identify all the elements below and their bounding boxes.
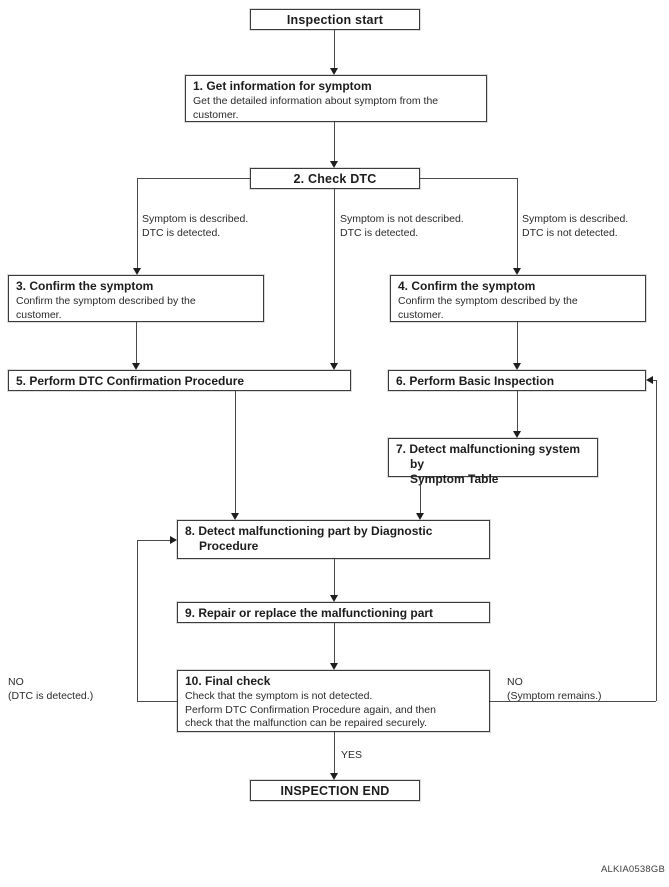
node-step1-body: Get the detailed information about sympt… xyxy=(193,95,439,121)
edge-step10-step8-bottom xyxy=(137,701,177,702)
arrowhead-step2-step4 xyxy=(513,268,521,275)
node-step3: 3. Confirm the symptom Confirm the sympt… xyxy=(8,275,264,322)
arrowhead-step7-step8 xyxy=(416,513,424,520)
node-step7: 7. Detect malfunctioning system by Sympt… xyxy=(388,438,598,486)
edge-step8-step9 xyxy=(334,559,335,595)
figure-code: ALKIA0538GB xyxy=(601,864,665,875)
arrowhead-step6-step7 xyxy=(513,431,521,438)
branch-label-left: Symptom is described. DTC is detected. xyxy=(142,213,249,240)
edge-step4-step6 xyxy=(517,322,518,363)
node-inspection-end: INSPECTION END xyxy=(250,780,420,801)
node-step4: 4. Confirm the symptom Confirm the sympt… xyxy=(390,275,646,322)
edge-step2-right-horizontal xyxy=(420,178,518,179)
arrowhead-step2-step5 xyxy=(330,363,338,370)
arrowhead-step9-step10 xyxy=(330,663,338,670)
edge-step2-step4 xyxy=(517,178,518,268)
edge-step10-step6-top xyxy=(653,380,656,381)
arrowhead-step4-step6 xyxy=(513,363,521,370)
edge-step10-step8-top xyxy=(137,540,170,541)
node-step6: 6. Perform Basic Inspection xyxy=(388,370,646,391)
arrowhead-step5-step8 xyxy=(231,513,239,520)
node-step1-title: 1. Get information for symptom xyxy=(193,79,372,93)
node-step9-title: 9. Repair or replace the malfunctioning … xyxy=(185,606,434,620)
arrowhead-step10-step8 xyxy=(170,536,177,544)
node-step1: 1. Get information for symptom Get the d… xyxy=(185,75,487,122)
branch-label-right: Symptom is described. DTC is not detecte… xyxy=(522,213,629,240)
node-step5-title: 5. Perform DTC Confirmation Procedure xyxy=(16,374,245,388)
node-step8-title: 8. Detect malfunctioning part by Diagnos… xyxy=(185,524,433,553)
edge-step10-end xyxy=(334,732,335,773)
edge-step2-step5 xyxy=(334,189,335,363)
arrowhead-step10-step6 xyxy=(646,376,653,384)
node-step2: 2. Check DTC xyxy=(250,168,420,189)
edge-step10-step6-bottom xyxy=(490,701,656,702)
arrowhead-step1-step2 xyxy=(330,161,338,168)
arrowhead-step3-step5 xyxy=(132,363,140,370)
edge-step2-step3 xyxy=(137,178,138,268)
node-step10-title: 10. Final check xyxy=(185,674,271,688)
node-step10: 10. Final check Check that the symptom i… xyxy=(177,670,490,732)
edge-step9-step10 xyxy=(334,623,335,663)
arrowhead-step8-step9 xyxy=(330,595,338,602)
node-step9: 9. Repair or replace the malfunctioning … xyxy=(177,602,490,623)
arrowhead-step10-end xyxy=(330,773,338,780)
node-step10-body: Check that the symptom is not detected. … xyxy=(185,690,436,730)
edge-step5-step8 xyxy=(235,391,236,513)
node-step8: 8. Detect malfunctioning part by Diagnos… xyxy=(177,520,490,559)
node-step4-body: Confirm the symptom described by the cus… xyxy=(398,295,578,321)
edge-label-no-dtc-detected: NO (DTC is detected.) xyxy=(8,676,94,703)
node-step5: 5. Perform DTC Confirmation Procedure xyxy=(8,370,351,391)
branch-label-middle: Symptom is not described. DTC is detecte… xyxy=(340,213,464,240)
arrowhead-step2-step3 xyxy=(133,268,141,275)
node-step4-title: 4. Confirm the symptom xyxy=(398,279,536,293)
edge-step10-step8-vertical xyxy=(137,540,138,701)
edge-step10-step6-vertical xyxy=(656,380,657,701)
node-inspection-start-label: Inspection start xyxy=(286,12,384,27)
node-step6-title: 6. Perform Basic Inspection xyxy=(396,374,555,388)
node-step3-body: Confirm the symptom described by the cus… xyxy=(16,295,196,321)
node-step2-label: 2. Check DTC xyxy=(293,171,377,186)
arrowhead-start-step1 xyxy=(330,68,338,75)
edge-start-step1 xyxy=(334,30,335,68)
edge-label-no-symptom-remains: NO (Symptom remains.) xyxy=(507,676,602,703)
node-step3-title: 3. Confirm the symptom xyxy=(16,279,154,293)
edge-label-yes: YES xyxy=(341,749,363,761)
edge-step6-step7 xyxy=(517,391,518,431)
edge-step1-step2 xyxy=(334,122,335,161)
edge-step7-step8 xyxy=(420,477,421,513)
node-inspection-start: Inspection start xyxy=(250,9,420,30)
node-inspection-end-label: INSPECTION END xyxy=(280,783,390,798)
edge-step2-left-horizontal xyxy=(137,178,250,179)
edge-step3-step5 xyxy=(136,322,137,363)
node-step7-title: 7. Detect malfunctioning system by Sympt… xyxy=(396,442,581,486)
